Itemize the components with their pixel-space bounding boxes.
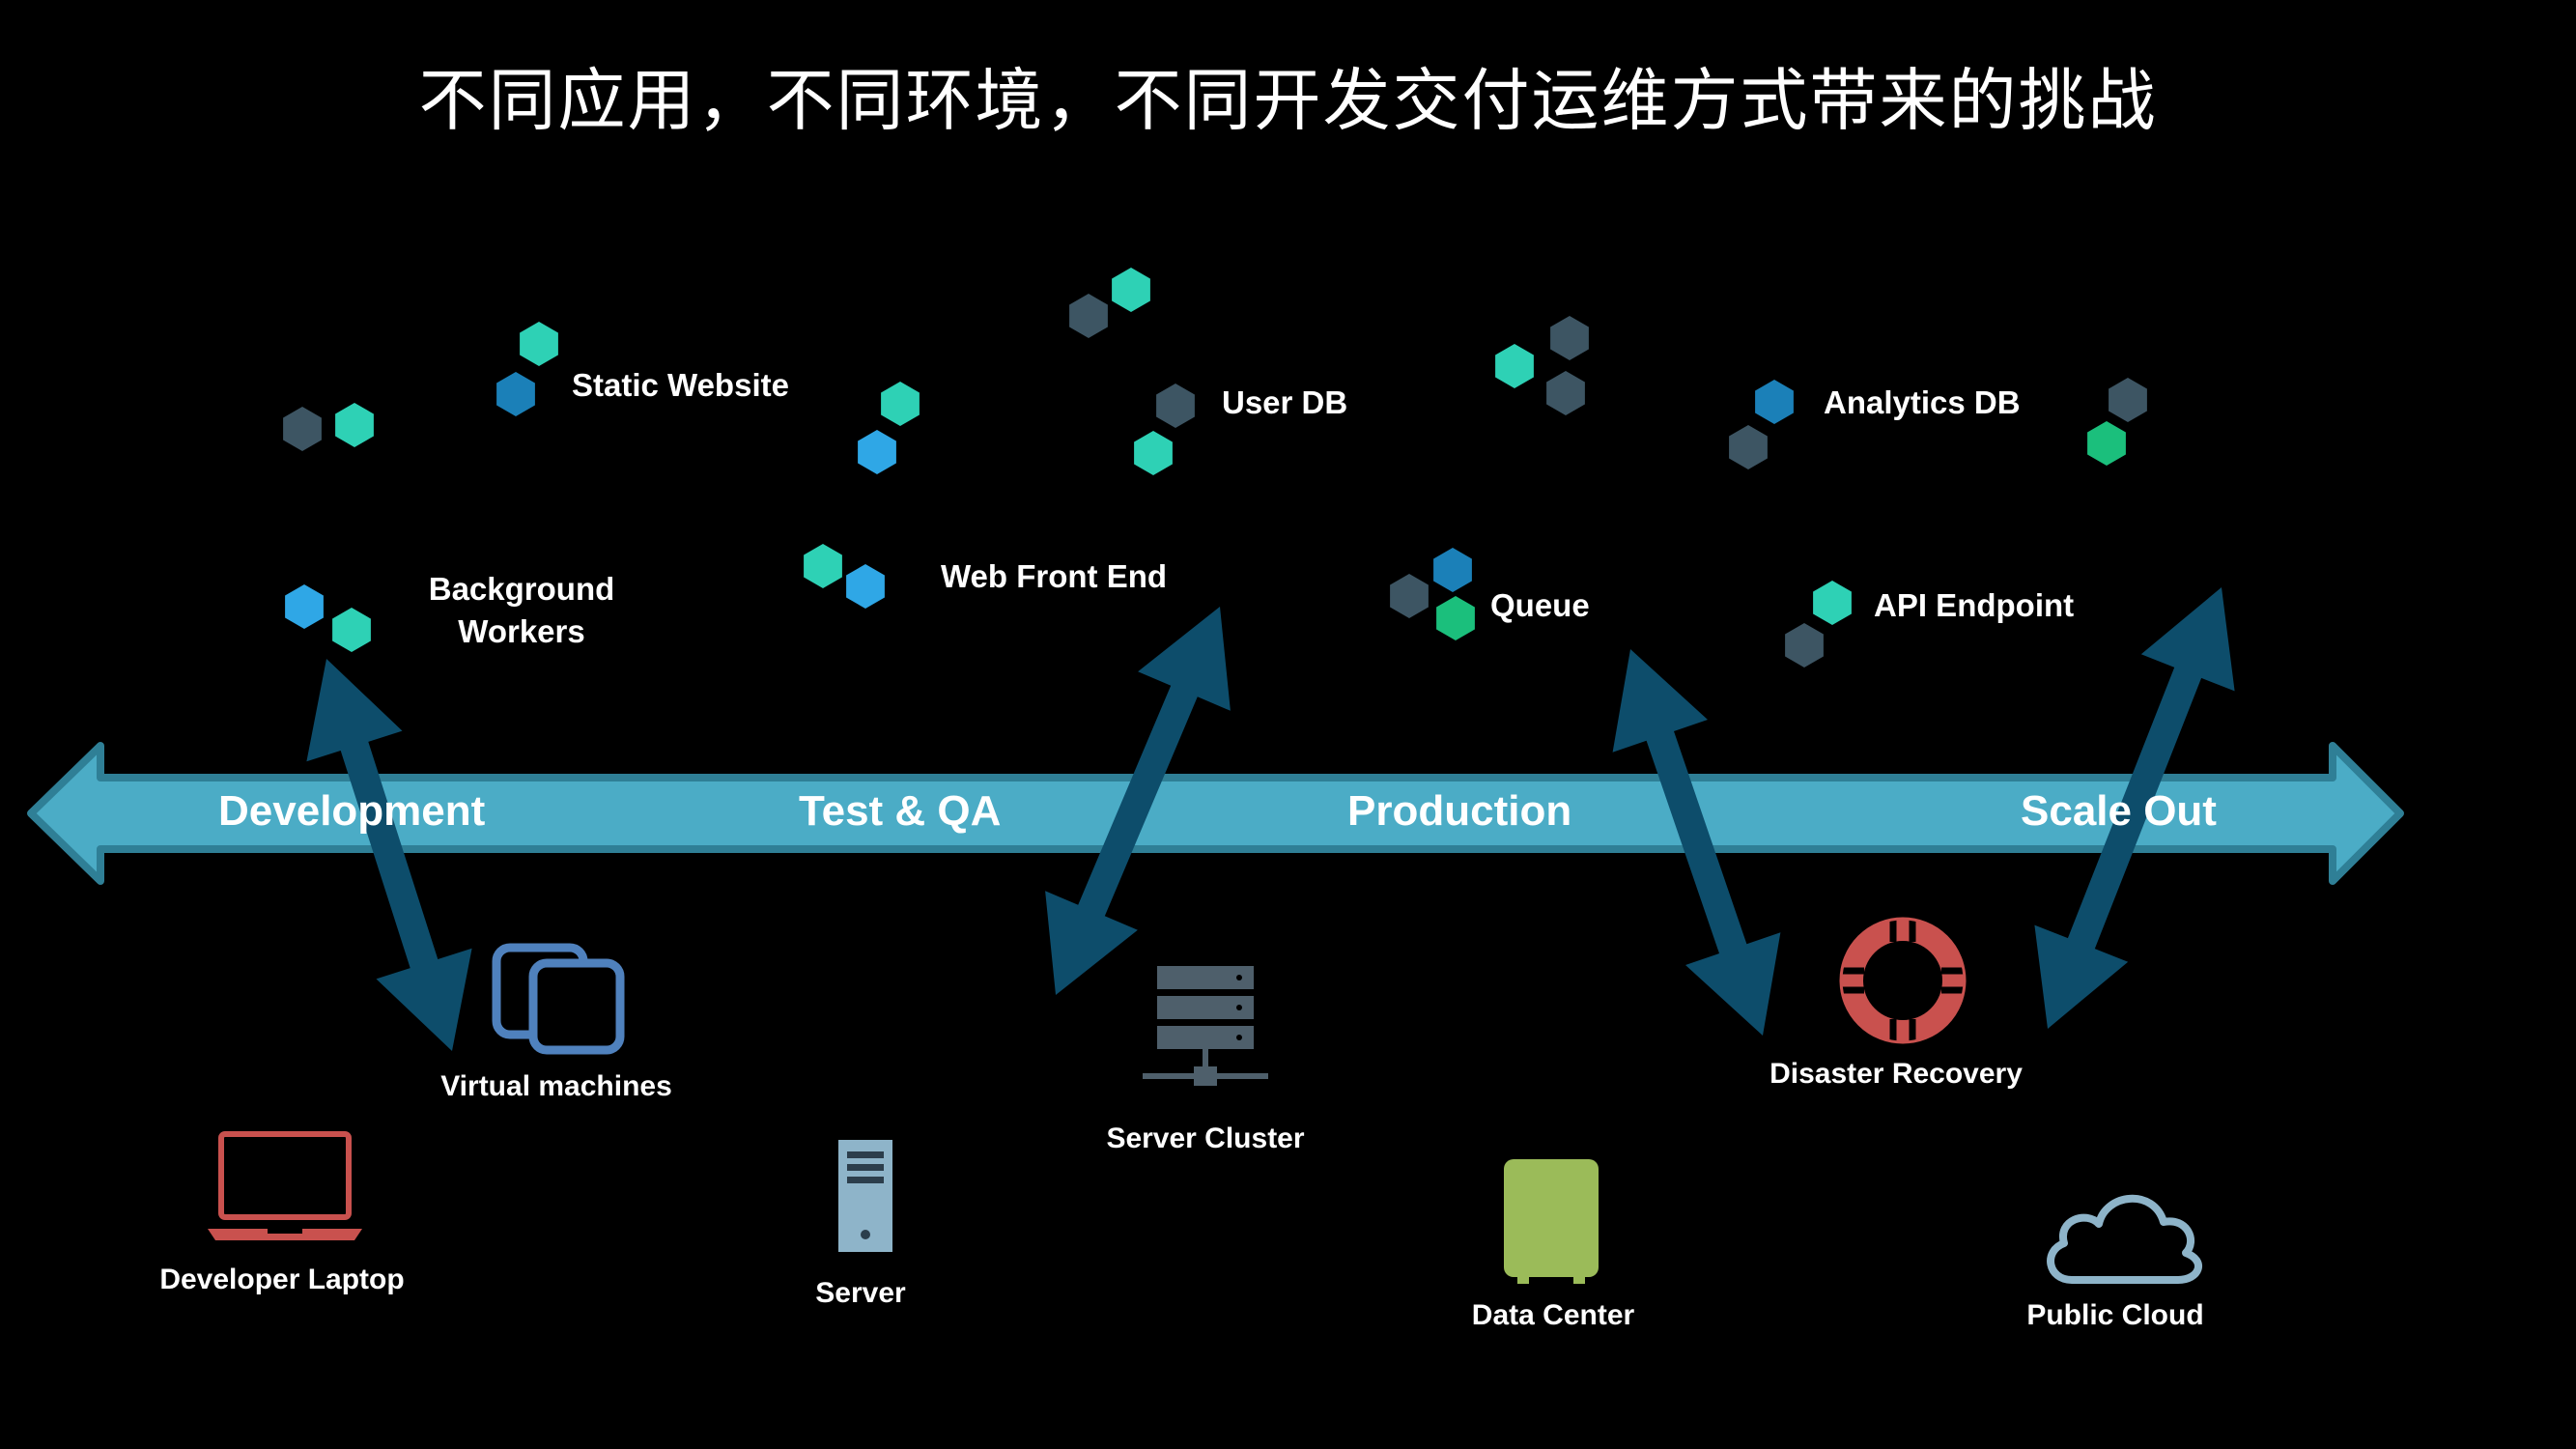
infra-label-public-cloud: Public Cloud [2026, 1299, 2204, 1331]
hexagon-icon [332, 608, 371, 652]
hexagon-icon [496, 372, 535, 416]
hexagon-icon [335, 403, 374, 447]
hexagon-icon [1729, 425, 1768, 469]
hexagon-icon [881, 382, 920, 426]
hexagon-icon [1546, 371, 1585, 415]
hexagon-icon [804, 544, 842, 588]
app-label-background-workers: Background Workers [415, 568, 628, 653]
hexagon-icon [1495, 344, 1534, 388]
stage-label-scale-out: Scale Out [2021, 787, 2217, 835]
timeline-arrow [27, 742, 2404, 885]
virtual-machines-icon [492, 943, 625, 1055]
server-icon [838, 1140, 892, 1252]
hexagon-icon [2087, 421, 2126, 466]
double-headed-arrow [2034, 587, 2235, 1029]
hexagon-icon [1156, 384, 1195, 428]
hexagon-icon [1069, 294, 1108, 338]
infra-label-server-cluster: Server Cluster [1106, 1122, 1305, 1154]
infra-label-server: Server [815, 1277, 906, 1309]
app-label-background-workers-line1: Background [428, 571, 615, 607]
app-label-queue: Queue [1490, 587, 1590, 623]
hexagon-icon [520, 322, 558, 366]
infra-label-disaster-recovery: Disaster Recovery [1769, 1058, 2023, 1090]
hexagon-icon [1813, 581, 1852, 625]
data-center-icon [1504, 1159, 1599, 1284]
hexagon-icon [1550, 316, 1589, 360]
stage-label-production: Production [1347, 787, 1572, 835]
hexagon-icon [2109, 378, 2147, 422]
hexagon-icon [1134, 431, 1173, 475]
cloud-icon [2047, 1194, 2202, 1284]
hexagon-icon [858, 430, 896, 474]
hexagon-icon [1112, 268, 1150, 312]
app-label-analytics-db: Analytics DB [1824, 384, 2021, 420]
stage-label-test-qa: Test & QA [799, 787, 1002, 835]
double-headed-arrow [1045, 607, 1231, 995]
app-label-api-endpoint: API Endpoint [1874, 587, 2075, 623]
app-label-user-db: User DB [1222, 384, 1348, 420]
server-cluster-icon [1143, 966, 1268, 1086]
app-label-static-website: Static Website [572, 367, 789, 403]
infra-label-data-center: Data Center [1471, 1299, 1635, 1331]
hexagon-icon [1433, 548, 1472, 592]
laptop-icon [208, 1131, 362, 1240]
slide-title: 不同应用，不同环境，不同开发交付运维方式带来的挑战 [418, 61, 2158, 140]
infra-label-virtual-machines: Virtual machines [440, 1070, 672, 1102]
lifebuoy-icon [1839, 917, 1967, 1044]
hexagon-icon [1755, 380, 1794, 424]
hexagon-group [283, 268, 2147, 668]
double-headed-arrow [1612, 649, 1781, 1036]
diagonal-arrows [306, 587, 2235, 1051]
double-headed-arrow [306, 659, 472, 1051]
app-label-background-workers-line2: Workers [458, 613, 585, 649]
infra-label-developer-laptop: Developer Laptop [159, 1264, 405, 1295]
hexagon-icon [846, 564, 885, 609]
stage-label-development: Development [218, 787, 486, 835]
hexagon-icon [283, 407, 322, 451]
hexagon-icon [1436, 596, 1475, 640]
hexagon-icon [1785, 623, 1824, 668]
hexagon-icon [1390, 574, 1429, 618]
app-label-web-front-end: Web Front End [941, 558, 1168, 594]
hexagon-icon [285, 584, 324, 629]
